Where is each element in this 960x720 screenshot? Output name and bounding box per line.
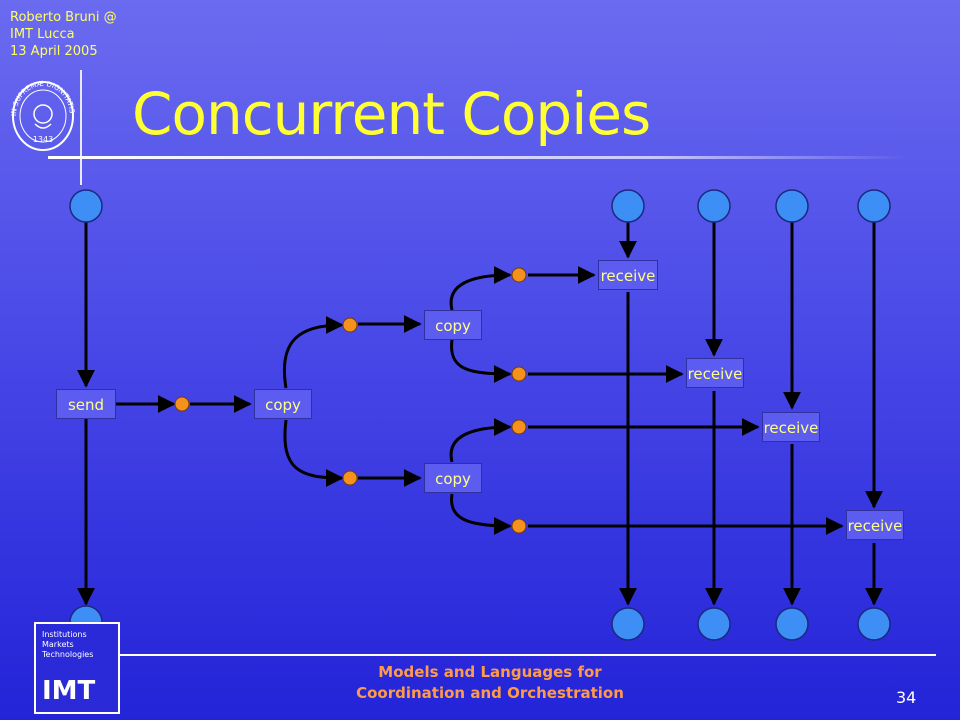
author-date: 13 April 2005 <box>10 44 98 59</box>
place-top-col4 <box>857 189 891 223</box>
transition-receive-3: receive <box>762 412 820 442</box>
transition-copy-2: copy <box>424 310 482 340</box>
author-block: Roberto Bruni @ IMT Lucca 13 April 2005 <box>10 9 117 60</box>
place-orange-copy1-down <box>342 470 358 486</box>
place-bottom-col1 <box>611 607 645 641</box>
arc-copy2-up <box>449 266 512 311</box>
place-top-left <box>69 189 103 223</box>
place-bottom-col3 <box>775 607 809 641</box>
place-orange-send <box>174 396 190 412</box>
transition-copy-3: copy <box>424 463 482 493</box>
arc-copy1-down <box>283 419 344 487</box>
transition-receive-1: receive <box>598 260 658 290</box>
seal-year: 1343 <box>33 135 53 144</box>
arc-copy3-down <box>450 493 512 535</box>
place-orange-copy2-up <box>511 267 527 283</box>
place-bottom-col2 <box>697 607 731 641</box>
imt-logo-text: IMT <box>42 676 96 706</box>
imt-logo: Institutions Markets Technologies IMT <box>34 622 120 714</box>
imt-logo-line-3: Technologies <box>42 650 94 659</box>
page-number: 34 <box>896 688 917 707</box>
author-name: Roberto Bruni @ <box>10 10 117 25</box>
transition-copy-1: copy <box>254 389 312 419</box>
place-top-col3 <box>775 189 809 223</box>
place-bottom-col4 <box>857 607 891 641</box>
footer-rule <box>120 654 936 656</box>
place-orange-copy3-up <box>511 419 527 435</box>
place-top-col1 <box>611 189 645 223</box>
title-horizontal-rule <box>48 156 908 159</box>
slide-title: Concurrent Copies <box>132 80 651 148</box>
title-vertical-rule <box>80 70 82 185</box>
arc-copy3-up <box>449 418 512 463</box>
place-orange-copy3-down <box>511 518 527 534</box>
course-title-line-2: Coordination and Orchestration <box>356 684 624 702</box>
imt-logo-line-1: Institutions <box>42 630 87 639</box>
place-orange-copy2-down <box>511 366 527 382</box>
place-orange-copy1-up <box>342 317 358 333</box>
transition-send: send <box>56 389 116 419</box>
author-institution: IMT Lucca <box>10 27 75 42</box>
transition-receive-2: receive <box>686 358 744 388</box>
arc-copy2-down <box>450 339 512 383</box>
university-seal-icon: IN SUPREMÆ DIGNITATIS 1343 <box>10 80 76 151</box>
transition-receive-4: receive <box>846 510 904 540</box>
arc-copy1-up <box>283 316 344 389</box>
imt-logo-subtitle: Institutions Markets Technologies <box>42 630 93 660</box>
course-title: Models and Languages for Coordination an… <box>320 662 660 704</box>
course-title-line-1: Models and Languages for <box>378 663 602 681</box>
imt-logo-line-2: Markets <box>42 640 74 649</box>
place-top-col2 <box>697 189 731 223</box>
